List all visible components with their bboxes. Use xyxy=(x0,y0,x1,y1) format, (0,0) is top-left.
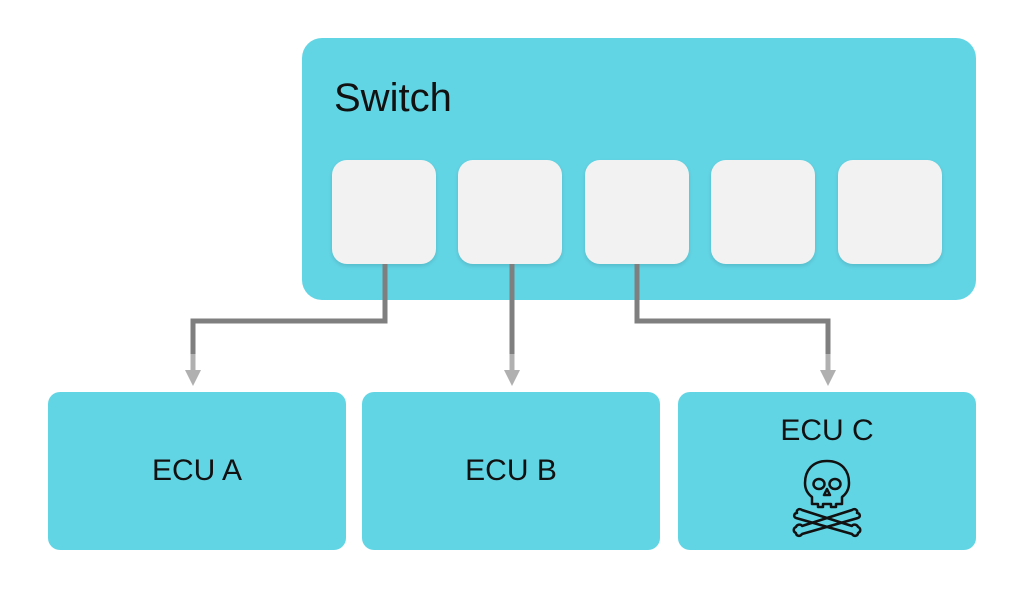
ecu-c-box: ECU C xyxy=(678,392,976,550)
switch-port-1 xyxy=(332,160,436,264)
wire-port1-ecu-a xyxy=(185,264,388,386)
switch-port-5 xyxy=(838,160,942,264)
switch-port-2 xyxy=(458,160,562,264)
wire-port3-ecu-c xyxy=(634,264,836,386)
ecu-c-label: ECU C xyxy=(780,414,874,447)
switch-port-3 xyxy=(585,160,689,264)
ecu-a-box: ECU A xyxy=(48,392,346,550)
wire-port2-ecu-b xyxy=(504,264,520,386)
switch-title: Switch xyxy=(334,76,452,120)
arrow-head-icon xyxy=(185,370,201,386)
ecu-b-label: ECU B xyxy=(465,454,557,487)
switch-port-4 xyxy=(711,160,815,264)
arrow-head-icon xyxy=(820,370,836,386)
ecu-a-label: ECU A xyxy=(151,454,243,487)
ecu-b-box: ECU B xyxy=(362,392,660,550)
switch-box: Switch xyxy=(302,38,976,300)
skull-crossbones-icon xyxy=(792,459,862,538)
arrow-head-icon xyxy=(504,370,520,386)
